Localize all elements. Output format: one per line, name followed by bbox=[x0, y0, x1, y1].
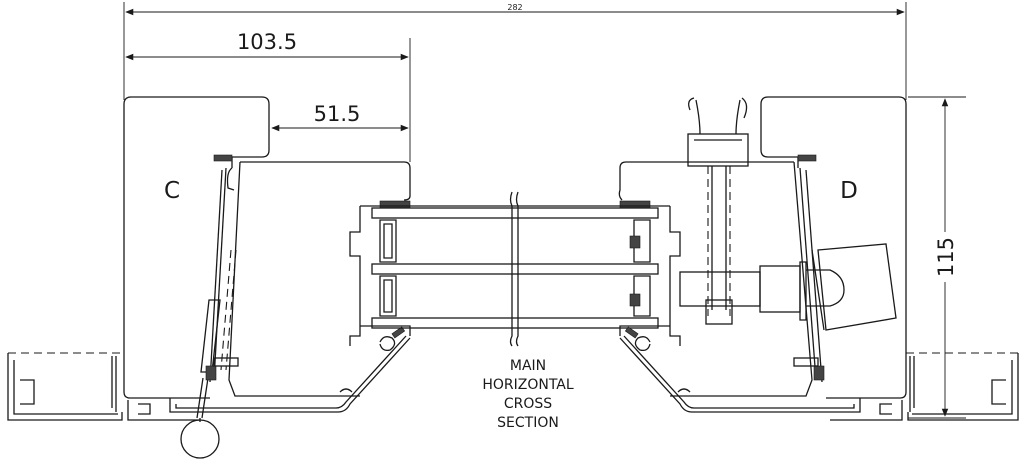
center-frame bbox=[349, 191, 681, 347]
handle-knob-icon bbox=[180, 419, 220, 459]
dimension-overall-width: 282 bbox=[123, 2, 907, 100]
caption-line-1: MAIN bbox=[510, 358, 546, 374]
right-frame bbox=[830, 352, 1019, 421]
right-cabinet bbox=[618, 96, 907, 413]
dimension-width-upper: 103.5 bbox=[125, 30, 411, 162]
left-frame bbox=[7, 352, 200, 421]
caption-line-4: SECTION bbox=[497, 415, 559, 431]
caption-line-2: HORIZONTAL bbox=[482, 377, 574, 393]
overall-width-label: 282 bbox=[507, 3, 522, 12]
dimension-width-inner: 51.5 bbox=[271, 102, 409, 132]
right-panel-label: D bbox=[840, 178, 858, 204]
dimension-height: 115 bbox=[908, 96, 966, 419]
left-cabinet bbox=[123, 96, 411, 459]
left-panel-label: C bbox=[164, 178, 180, 204]
width-upper-label: 103.5 bbox=[237, 30, 297, 54]
caption-line-3: CROSS bbox=[504, 396, 552, 412]
height-label: 115 bbox=[934, 237, 958, 277]
width-inner-label: 51.5 bbox=[314, 102, 361, 126]
section-caption: MAIN HORIZONTAL CROSS SECTION bbox=[482, 358, 574, 431]
